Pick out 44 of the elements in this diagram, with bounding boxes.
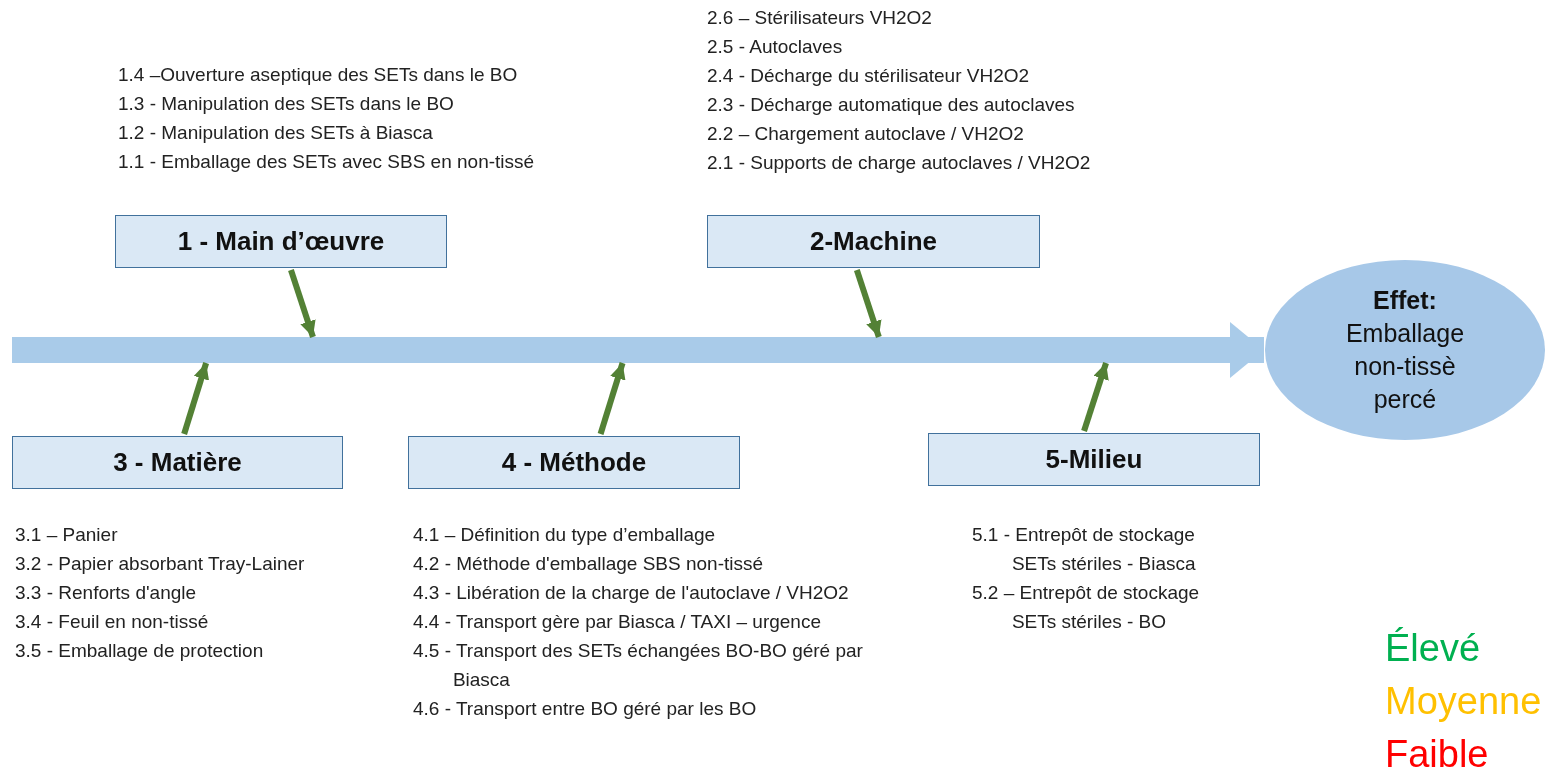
legend-text: Moyenne — [1385, 679, 1542, 724]
category-title: 4 - Méthode — [501, 447, 647, 478]
cause-text: 4.2 - Méthode d'emballage SBS non-tissé — [413, 552, 765, 576]
cause-text: 4.6 - Transport entre BO géré par les BO — [413, 697, 758, 721]
category-box — [408, 436, 740, 489]
cause-text: 5.1 - Entrepôt de stockage SETs stériles - Biasca — [972, 523, 1197, 576]
legend-text: Élevé — [1385, 626, 1482, 671]
cause-text: 2.6 – Stérilisateurs VH2O2 — [707, 6, 933, 30]
arrow — [1230, 322, 1264, 378]
category-box — [12, 436, 343, 489]
category-box — [115, 215, 447, 268]
category-box — [707, 215, 1040, 268]
category-title: 3 - Matière — [113, 447, 242, 478]
cause-text: 2.2 – Chargement autoclave / VH2O2 — [707, 122, 1025, 146]
cause-text: 1.2 - Manipulation des SETs à Biasca — [118, 121, 434, 145]
arrow — [288, 269, 316, 338]
cause-text: 3.4 - Feuil en non-tissé — [15, 610, 210, 634]
effect-heading: Effet: — [1372, 285, 1438, 316]
cause-text: 3.1 – Panier — [15, 523, 119, 547]
cause-text: 2.5 - Autoclaves — [707, 35, 844, 59]
cause-text: 4.1 – Définition du type d’emballage — [413, 523, 717, 547]
cause-text: 1.1 - Emballage des SETs avec SBS en non-tissé — [118, 150, 536, 174]
category-title: 5-Milieu — [1045, 444, 1143, 475]
arrow — [1081, 362, 1109, 432]
cause-text: 1.4 –Ouverture aseptique des SETs dans le BO — [118, 63, 519, 87]
cause-text: 3.3 - Renforts d'angle — [15, 581, 198, 605]
cause-text: 5.2 – Entrepôt de stockage SETs stériles - BO — [972, 581, 1201, 634]
legend-text: Faible — [1385, 732, 1490, 777]
cause-text: 2.1 - Supports de charge autoclaves / VH2O2 — [707, 151, 1092, 175]
category-title: 1 - Main d’œuvre — [177, 226, 385, 257]
cause-text: 4.5 - Transport des SETs échangées BO-BO géré par Biasca — [413, 639, 864, 692]
category-title: 2-Machine — [809, 226, 938, 257]
arrow — [181, 362, 210, 435]
cause-text: 2.3 - Décharge automatique des autoclaves — [707, 93, 1076, 117]
cause-text: 4.3 - Libération de la charge de l'autoclave / VH2O2 — [413, 581, 850, 605]
cause-text: 3.2 - Papier absorbant Tray-Lainer — [15, 552, 306, 576]
arrow — [597, 362, 626, 435]
cause-text: 4.4 - Transport gère par Biasca / TAXI – urgence — [413, 610, 822, 634]
effect-text: Emballage non-tissè percé — [1344, 318, 1466, 415]
cause-text: 3.5 - Emballage de protection — [15, 639, 265, 663]
cause-text: 2.4 - Décharge du stérilisateur VH2O2 — [707, 64, 1031, 88]
arrow — [854, 269, 882, 338]
cause-text: 1.3 - Manipulation des SETs dans le BO — [118, 92, 455, 116]
category-box — [928, 433, 1260, 486]
